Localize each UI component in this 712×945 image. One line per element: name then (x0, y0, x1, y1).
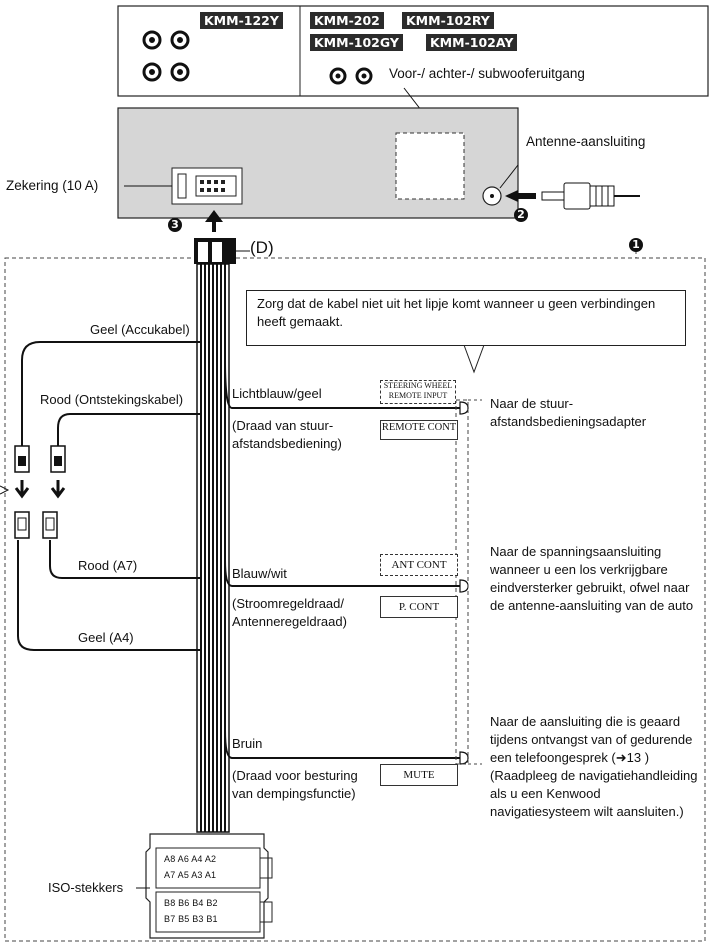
callout-1: 1 (629, 238, 643, 252)
output-port-area (395, 132, 465, 200)
wire-desc-bruin-1: (Draad voor besturing (232, 768, 358, 783)
p-cont-box: P. CONT (380, 596, 458, 618)
harness-frame (4, 257, 706, 942)
iso-label: ISO-stekkers (48, 880, 124, 895)
steering-wheel-remote-input-box: STEERING WHEEL REMOTE INPUT (380, 380, 456, 404)
model-label-kmm102ry: KMM-102RY (402, 12, 494, 29)
wire-name-lichtblauw: Lichtblauw/geel (232, 386, 322, 401)
left-wires (17, 341, 201, 651)
connector-d-label: (D) (250, 238, 274, 257)
wire-label-rood-ontsteking: Rood (Ontstekingskabel) (40, 392, 184, 407)
dest-bruin-1: Naar de aansluiting die is geaard (490, 714, 681, 729)
dest-blauw-wit-1: Naar de spanningsaansluiting (490, 544, 662, 559)
antenna-leader (499, 164, 519, 189)
terminal-bracket (455, 399, 469, 765)
dest-blauw-wit-3: eindversterker gebruikt, ofwel naar (490, 580, 690, 595)
model-label-kmm202: KMM-202 (310, 12, 384, 29)
iso-pins-b-row2: B7 B5 B3 B1 (164, 914, 218, 924)
model-label-kmm102gy: KMM-102GY (310, 34, 403, 51)
iso-pins-a-row2: A7 A5 A3 A1 (164, 870, 217, 880)
note-pointer (463, 344, 485, 374)
dest-blauw-wit-4: de antenne-aansluiting van de auto (490, 598, 694, 613)
remote-cont-box: REMOTE CONT (380, 420, 458, 440)
wire-bundle (200, 264, 226, 832)
callout-3: 3 (168, 218, 182, 232)
rca-jacks-left (142, 30, 190, 82)
dest-bruin-4: (Raadpleeg de navigatiehandleiding (490, 768, 698, 783)
iso-pins-a-row1: A8 A6 A4 A2 (164, 854, 217, 864)
callout-2: 2 (514, 208, 528, 222)
wire-desc-lichtblauw-2: afstandsbediening) (232, 436, 342, 451)
wire-desc-blauw-wit-1: (Stroomregeldraad/ (232, 596, 344, 611)
fuse (171, 167, 243, 205)
wire-desc-lichtblauw-1: (Draad van stuur- (232, 418, 334, 433)
dest-bruin-5: als u een Kenwood (490, 786, 601, 801)
wire-name-blauw-wit: Blauw/wit (232, 566, 287, 581)
iso-plugs (145, 833, 273, 939)
dest-blauw-wit-2: wanneer u een los verkrijgbare (490, 562, 668, 577)
dest-bruin-2: tijdens ontvangst van of gedurende (490, 732, 693, 747)
wire-label-geel-a4: Geel (A4) (78, 630, 134, 645)
inline-connectors (0, 445, 66, 539)
dest-lichtblauw-1: Naar de stuur- (490, 396, 574, 411)
wire-label-rood-a7: Rood (A7) (78, 558, 138, 573)
connector-arrow (205, 210, 223, 232)
connector-d (194, 238, 250, 264)
ant-cont-box: ANT CONT (380, 554, 458, 576)
output-label: Voor-/ achter-/ subwooferuitgang (389, 66, 585, 81)
dest-lichtblauw-2: afstandsbedieningsadapter (490, 414, 647, 429)
model-label-kmm122y: KMM-122Y (200, 12, 283, 29)
rca-jacks-right (329, 67, 373, 85)
antenna-plug (541, 182, 640, 210)
antenna-arrow (505, 190, 518, 202)
fuse-label: Zekering (10 A) (6, 178, 99, 193)
mute-box: MUTE (380, 764, 458, 786)
dest-bruin-3: een telefoongesprek (➜13 ) (490, 750, 650, 765)
branch-wires (224, 359, 460, 759)
wire-label-geel-accu: Geel (Accukabel) (90, 322, 190, 337)
antenna-label: Antenne-aansluiting (526, 134, 646, 149)
wire-name-bruin: Bruin (232, 736, 263, 751)
wire-desc-bruin-2: van dempingsfunctie) (232, 786, 356, 801)
model-label-kmm102ay: KMM-102AY (426, 34, 518, 51)
iso-pins-b-row1: B8 B6 B4 B2 (164, 898, 218, 908)
wire-desc-blauw-wit-2: Antenneregeldraad) (232, 614, 347, 629)
cable-note: Zorg dat de kabel niet uit het lipje kom… (246, 290, 686, 346)
dest-bruin-6: navigatiesysteem wilt aansluiten.) (490, 804, 684, 819)
